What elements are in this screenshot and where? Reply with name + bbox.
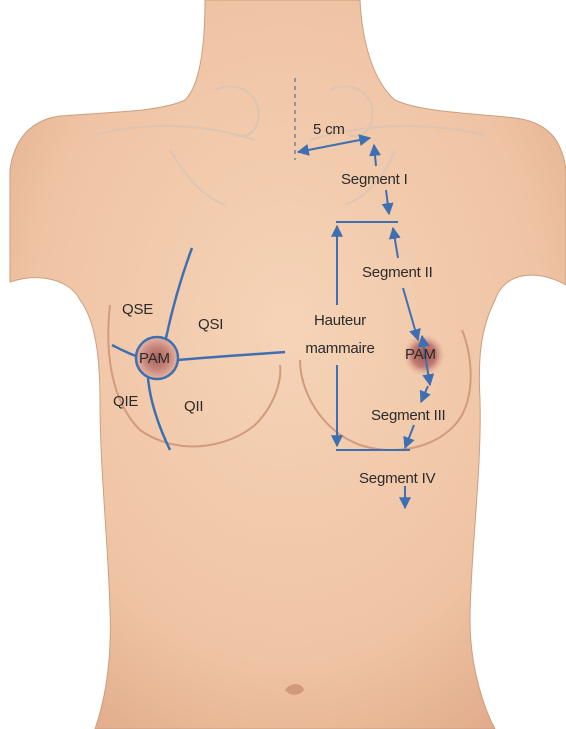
segment-1-label: Segment I bbox=[341, 172, 408, 188]
quadrant-upper-outer-label: QSE bbox=[122, 302, 153, 318]
right-pam-label: PAM bbox=[405, 347, 436, 363]
distance-label: 5 cm bbox=[313, 122, 345, 138]
left-pam-label: PAM bbox=[139, 351, 170, 367]
quadrant-lower-inner-label: QII bbox=[184, 399, 203, 415]
quadrant-upper-inner-label: QSI bbox=[198, 317, 223, 333]
torso-silhouette bbox=[10, 0, 566, 729]
quadrant-lower-outer-label: QIE bbox=[113, 394, 138, 410]
segment-2-label: Segment II bbox=[362, 265, 433, 281]
segment-4-label: Segment IV bbox=[359, 471, 435, 487]
breast-height-label-line2: mammaire bbox=[300, 341, 380, 357]
segment-3-label: Segment III bbox=[371, 408, 446, 424]
breast-height-label-line1: Hauteur bbox=[300, 313, 380, 329]
